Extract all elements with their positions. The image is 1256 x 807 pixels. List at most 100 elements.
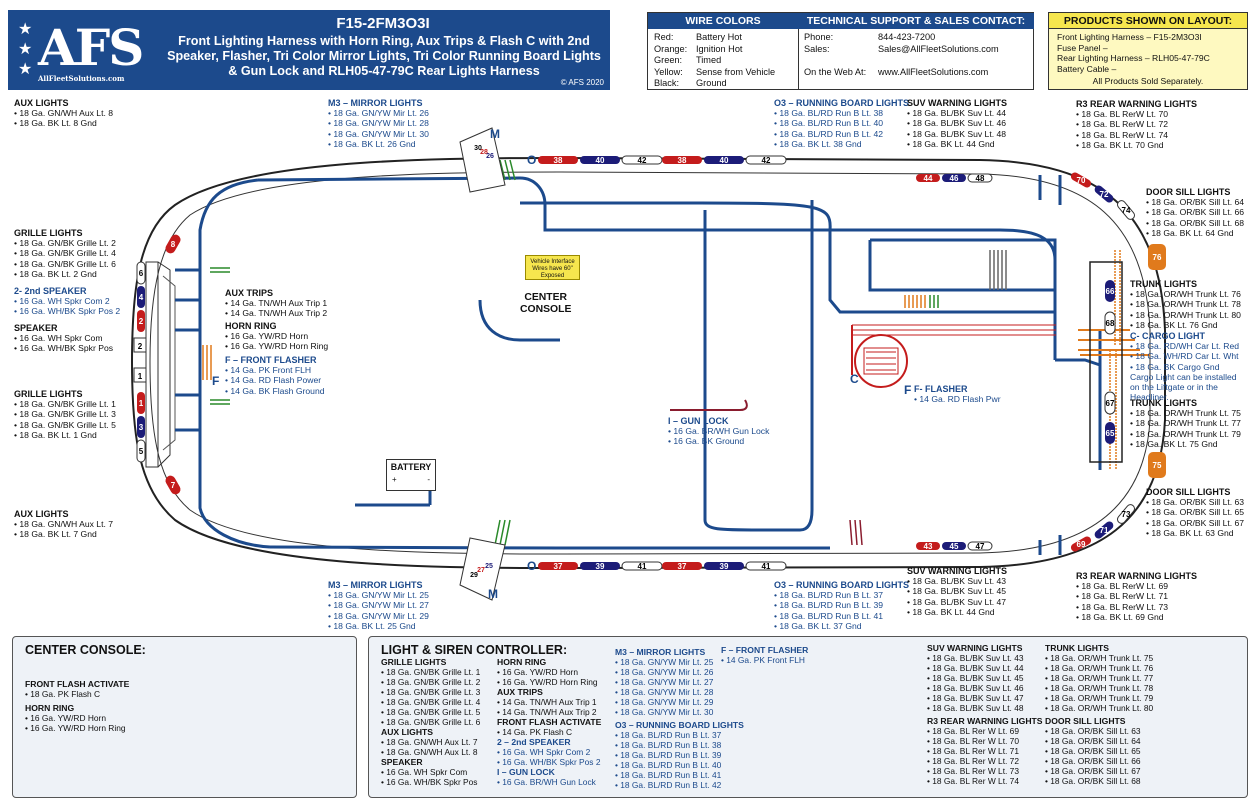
rear-lamps-top [1070, 172, 1135, 220]
callout-mirror-bot: M3 – MIRROR LIGHTS • 18 Ga. GN/YW Mir Lt… [328, 580, 429, 631]
mirror-top [459, 127, 506, 193]
svg-text:37: 37 [554, 562, 563, 571]
callout-grille-bot: GRILLE LIGHTS • 18 Ga. GN/BK Grille Lt. … [14, 389, 116, 440]
speaker-1 [133, 367, 147, 383]
center-console-panel: CENTER CONSOLE: FRONT FLASH ACTIVATE • 1… [12, 636, 357, 798]
callout-trunk-top: TRUNK LIGHTS • 18 Ga. OR/WH Trunk Lt. 76… [1130, 279, 1241, 330]
svg-text:O: O [527, 153, 536, 167]
mirror-bot [459, 537, 506, 601]
svg-text:37: 37 [678, 562, 687, 571]
svg-text:1: 1 [138, 372, 143, 381]
callout-horn-ring: HORN RING • 16 Ga. YW/RD Horn • 16 Ga. Y… [225, 321, 329, 352]
controller-col-4: F – FRONT FLASHER • 14 Ga. PK Front FLH [721, 645, 809, 665]
svg-text:66: 66 [1106, 287, 1115, 296]
svg-text:39: 39 [596, 562, 605, 571]
svg-text:7: 7 [171, 481, 176, 490]
phone-number[interactable]: 844-423-7200 [878, 32, 936, 42]
rear-lamps-bot [1070, 504, 1135, 552]
gun-lock-lead [670, 399, 748, 411]
suv-lamps-top [916, 173, 993, 183]
callout-door-top: DOOR SILL LIGHTS • 18 Ga. OR/BK Sill Lt.… [1146, 187, 1245, 238]
vehicle-inner-outline [149, 171, 1151, 555]
svg-text:C: C [850, 372, 859, 386]
svg-text:70: 70 [1077, 176, 1086, 185]
callout-2nd-speaker: 2- 2nd SPEAKER • 16 Ga. WH Spkr Com 2 • … [14, 286, 121, 317]
callout-f-flasher: F- FLASHER • 14 Ga. RD Flash Pwr [914, 384, 1001, 405]
products-shown-box: PRODUCTS SHOWN ON LAYOUT: Front Lighting… [1048, 12, 1248, 90]
svg-text:4: 4 [139, 293, 144, 302]
svg-text:45: 45 [950, 542, 959, 551]
trunk-right-lamps [1104, 280, 1116, 444]
svg-text:72: 72 [1100, 190, 1109, 199]
svg-text:M: M [488, 587, 498, 601]
aux-lamp-7 [165, 475, 181, 495]
svg-text:26: 26 [486, 153, 494, 160]
aux-lamp-8 [165, 234, 181, 254]
callout-aux-top: AUX LIGHTS • 18 Ga. GN/WH Aux Lt. 8 • 18… [14, 98, 114, 129]
main-harness [198, 178, 271, 549]
svg-text:F: F [212, 374, 219, 388]
svg-text:69: 69 [1077, 540, 1086, 549]
support-contact: Phone:Sales: On the Web At: [804, 32, 867, 77]
svg-text:30: 30 [474, 145, 482, 152]
svg-text:68: 68 [1106, 319, 1115, 328]
callout-front-flasher: F – FRONT FLASHER • 14 Ga. PK Front FLH … [225, 355, 325, 396]
svg-text:42: 42 [638, 156, 647, 165]
svg-text:40: 40 [596, 156, 605, 165]
svg-text:5: 5 [139, 447, 144, 456]
svg-text:39: 39 [720, 562, 729, 571]
svg-text:42: 42 [762, 156, 771, 165]
svg-text:8: 8 [171, 240, 176, 249]
svg-text:F: F [904, 383, 911, 397]
svg-text:74: 74 [1122, 206, 1131, 215]
title-banner: ★★★ AFS AllFleetSolutions.com F15-2FM3O3… [8, 10, 610, 90]
svg-text:O: O [527, 559, 536, 573]
svg-text:3: 3 [139, 423, 144, 432]
callout-aux-bot: AUX LIGHTS • 18 Ga. GN/WH Aux Lt. 7 • 18… [14, 509, 114, 540]
callout-mirror-top: M3 – MIRROR LIGHTS • 18 Ga. GN/YW Mir Lt… [328, 98, 429, 149]
svg-text:67: 67 [1106, 399, 1115, 408]
svg-text:46: 46 [950, 174, 959, 183]
center-console-label: CENTER CONSOLE [520, 292, 572, 315]
callout-gun-lock: I – GUN LOCK • 16 Ga. BR/WH Gun Lock • 1… [668, 416, 770, 447]
svg-text:65: 65 [1106, 429, 1115, 438]
controller-col-3: M3 – MIRROR LIGHTS • 18 Ga. GN/YW Mir Lt… [615, 647, 744, 790]
website-link[interactable]: www.AllFleetSolutions.com [878, 66, 989, 77]
controller-col-6: TRUNK LIGHTS • 18 Ga. OR/WH Trunk Lt. 75… [1045, 643, 1154, 786]
svg-text:44: 44 [924, 174, 933, 183]
svg-text:38: 38 [554, 156, 563, 165]
svg-text:6: 6 [139, 269, 144, 278]
svg-text:27: 27 [477, 567, 485, 574]
running-board-lamps-bot [538, 561, 787, 571]
vehicle-interface-note: Vehicle Interface Wires have 60" Exposed [525, 255, 580, 280]
cargo-light-icon [1089, 261, 1123, 463]
svg-text:48: 48 [976, 174, 985, 183]
callout-door-bot: DOOR SILL LIGHTS • 18 Ga. OR/BK Sill Lt.… [1146, 487, 1245, 538]
stars-icon: ★★★ [18, 21, 33, 78]
svg-text:29: 29 [470, 572, 478, 579]
callout-running-bot: O3 – RUNNING BOARD LIGHTS • 18 Ga. BL/RD… [774, 580, 910, 631]
svg-text:71: 71 [1100, 526, 1109, 535]
vehicle-outline [130, 156, 1166, 570]
running-board-lamps-top [538, 155, 787, 165]
callout-running-top: O3 – RUNNING BOARD LIGHTS • 18 Ga. BL/RD… [774, 98, 910, 149]
svg-text:41: 41 [762, 562, 771, 571]
copyright: © AFS 2020 [560, 78, 604, 87]
svg-text:41: 41 [638, 562, 647, 571]
callout-trunk-bot: TRUNK LIGHTS • 18 Ga. OR/WH Trunk Lt. 75… [1130, 398, 1241, 449]
afs-logo: ★★★ AFS AllFleetSolutions.com [18, 18, 144, 83]
svg-text:1: 1 [139, 399, 144, 408]
svg-text:75: 75 [1153, 461, 1162, 470]
callout-rear-bot: R3 REAR WARNING LIGHTS • 18 Ga. BL RerW … [1076, 571, 1198, 622]
callout-suv-bot: SUV WARNING LIGHTS • 18 Ga. BL/BK Suv Lt… [907, 566, 1008, 617]
sales-email[interactable]: Sales@AllFleetSolutions.com [878, 43, 999, 54]
diagram-title: Front Lighting Harness with Horn Ring, A… [167, 34, 601, 78]
battery-box: BATTERY +- [386, 459, 436, 491]
trunk-lamp-75 [1148, 452, 1166, 478]
callout-speaker: SPEAKER • 16 Ga. WH Spkr Com • 16 Ga. WH… [14, 323, 114, 354]
svg-text:M: M [490, 127, 500, 141]
controller-panel: LIGHT & SIREN CONTROLLER: GRILLE LIGHTS … [368, 636, 1248, 798]
svg-text:2: 2 [139, 317, 144, 326]
svg-text:2: 2 [138, 342, 143, 351]
